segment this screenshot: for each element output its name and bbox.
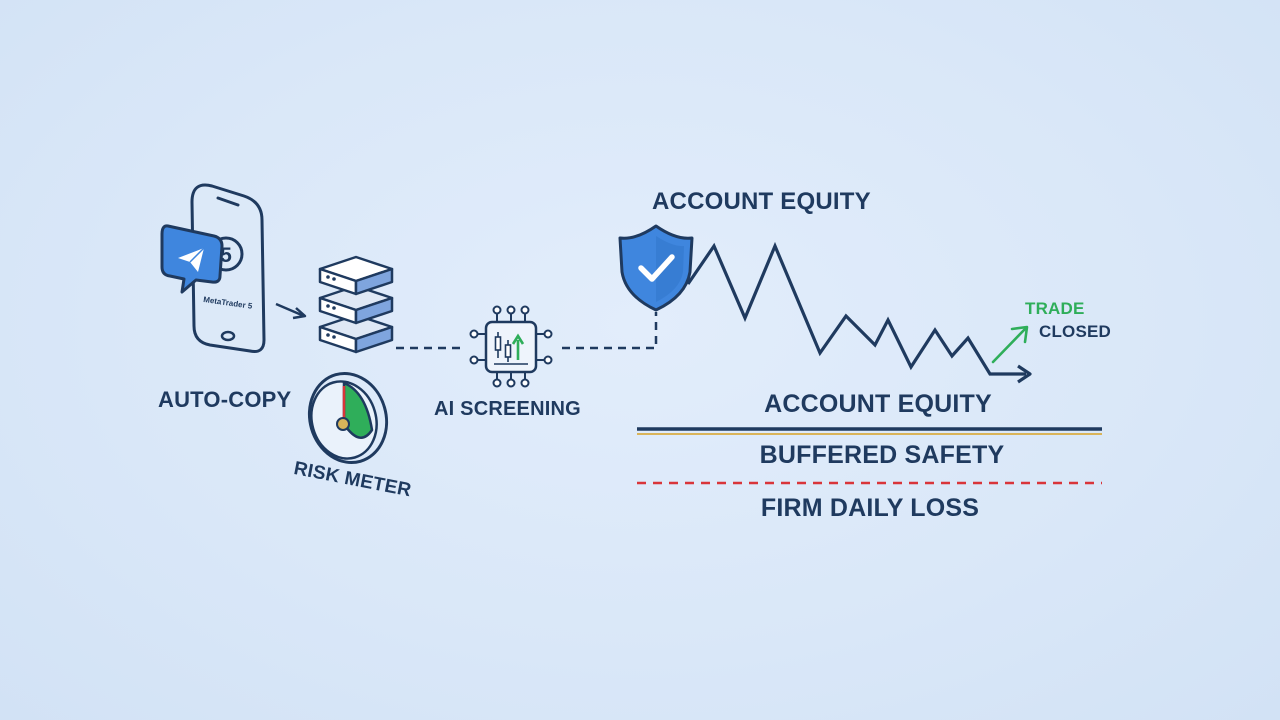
connector-ai-shield: [562, 312, 658, 350]
firm-daily-loss-label: FIRM DAILY LOSS: [760, 494, 980, 522]
equity-arrowhead: [1017, 364, 1032, 384]
buffered-safety-label: BUFFERED SAFETY: [759, 441, 1005, 469]
account-equity-level-label: ACCOUNT EQUITY: [764, 390, 992, 418]
arrow-up-right-icon: [991, 325, 1029, 364]
trade-label: TRADE: [1025, 299, 1085, 318]
equity-line: [686, 241, 1026, 376]
closed-label: CLOSED: [1039, 322, 1112, 341]
ai-screening-label: AI SCREENING: [434, 398, 581, 420]
server-stack-icon: [318, 255, 394, 354]
risk-gauge-icon: [307, 371, 389, 465]
equity-title: ACCOUNT EQUITY: [652, 188, 871, 215]
shield-check-icon: [618, 224, 694, 312]
ai-chip-icon: [469, 305, 553, 388]
arrow-to-server: [275, 302, 307, 320]
telegram-icon: [160, 224, 224, 294]
auto-copy-label: AUTO-COPY: [158, 387, 292, 412]
